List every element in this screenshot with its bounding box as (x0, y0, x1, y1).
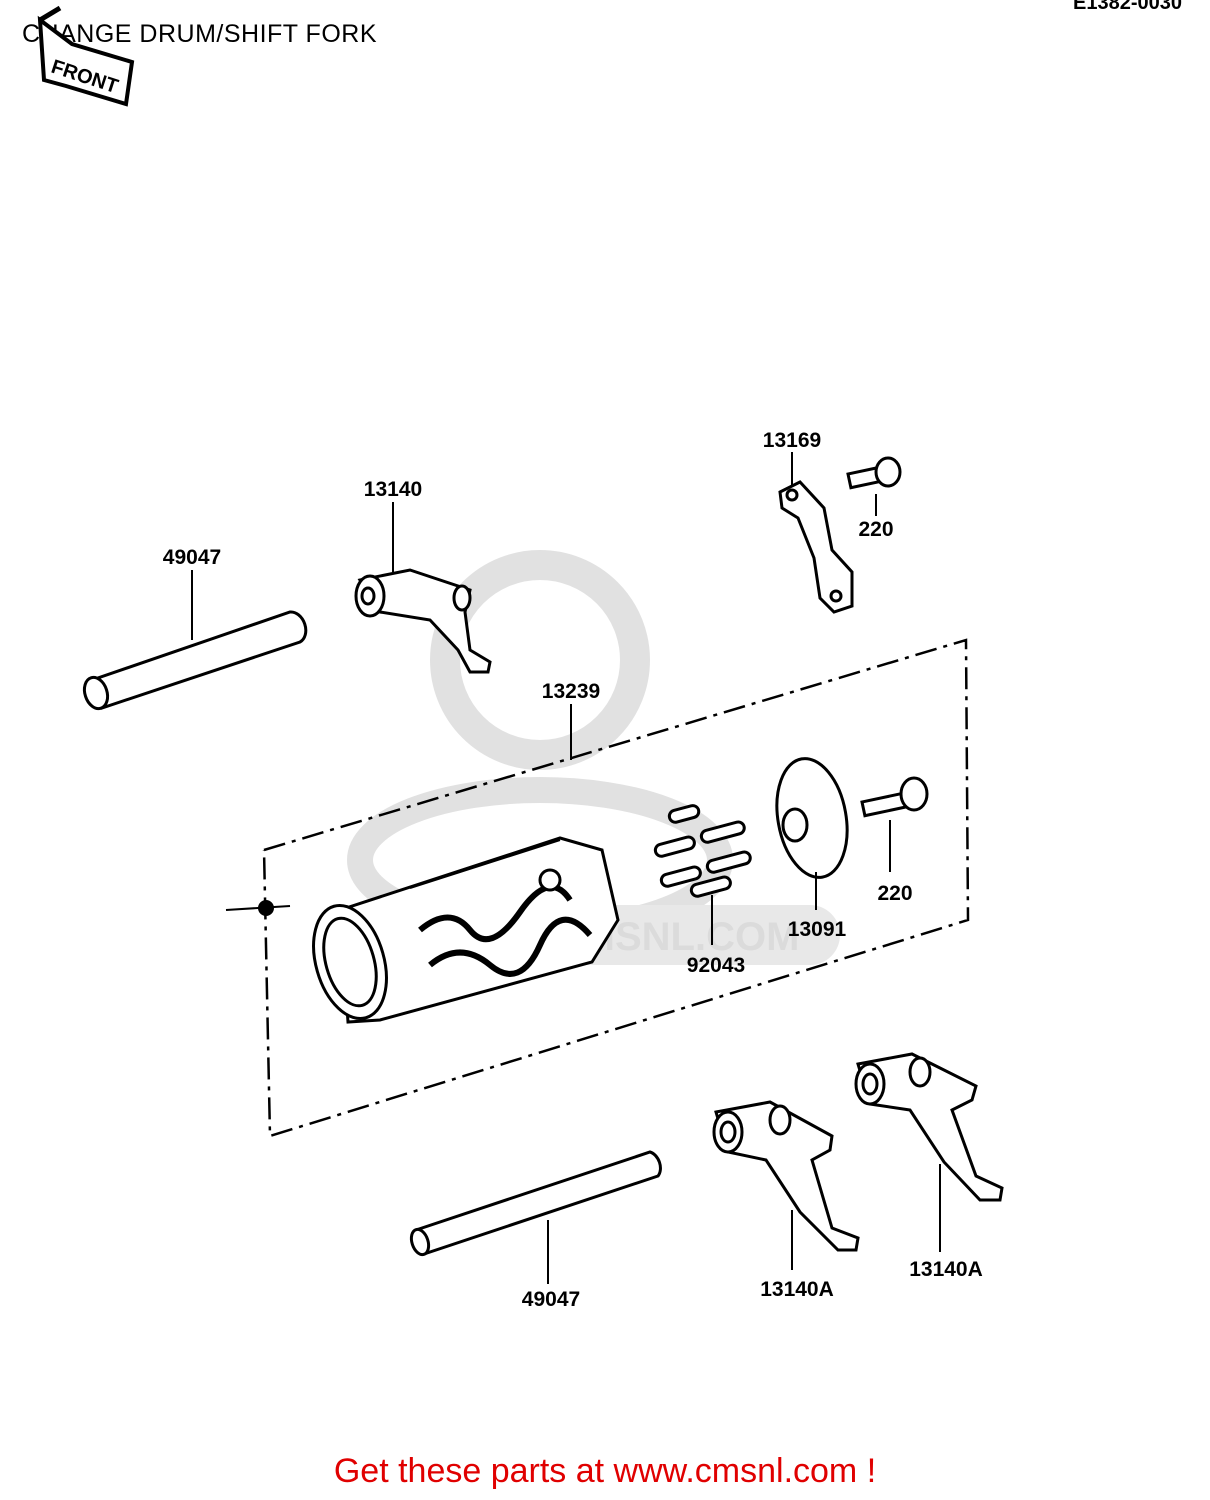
shift-fork-upper (354, 568, 492, 674)
pins (653, 804, 752, 898)
parts-diagram: WWW.CMSNL.COM FRONT (37, 5, 1004, 1311)
drum-axis-mark (225, 900, 291, 916)
label-13091: 13091 (788, 918, 847, 941)
front-arrow-icon: FRONT (37, 5, 135, 107)
label-220-lower: 220 (877, 882, 912, 905)
label-49047-lower: 49047 (522, 1288, 580, 1311)
shift-fork-right (854, 1052, 1004, 1202)
change-drum (312, 836, 620, 1024)
label-92043: 92043 (687, 954, 745, 977)
drum-assembly-boundary (262, 638, 970, 1138)
page-title: CHANGE DRUM/SHIFT FORK (22, 20, 377, 48)
label-13140: 13140 (364, 478, 422, 501)
shift-fork-middle (712, 1100, 860, 1252)
screw-upper (846, 456, 902, 490)
plate (778, 480, 854, 614)
screw-lower (860, 776, 929, 818)
cam (775, 757, 849, 879)
footer-link[interactable]: Get these parts at www.cmsnl.com ! (333, 1452, 877, 1490)
label-49047-upper: 49047 (163, 546, 221, 569)
label-220-upper: 220 (858, 518, 893, 541)
label-13140A-right: 13140A (909, 1258, 983, 1281)
label-13169: 13169 (763, 429, 821, 452)
shift-rod-upper (82, 610, 308, 711)
label-13140A-middle: 13140A (760, 1278, 834, 1301)
shift-rod-lower (409, 1150, 662, 1257)
label-13239: 13239 (542, 680, 600, 703)
diagram-code: E1382-0030 (1073, 0, 1182, 14)
